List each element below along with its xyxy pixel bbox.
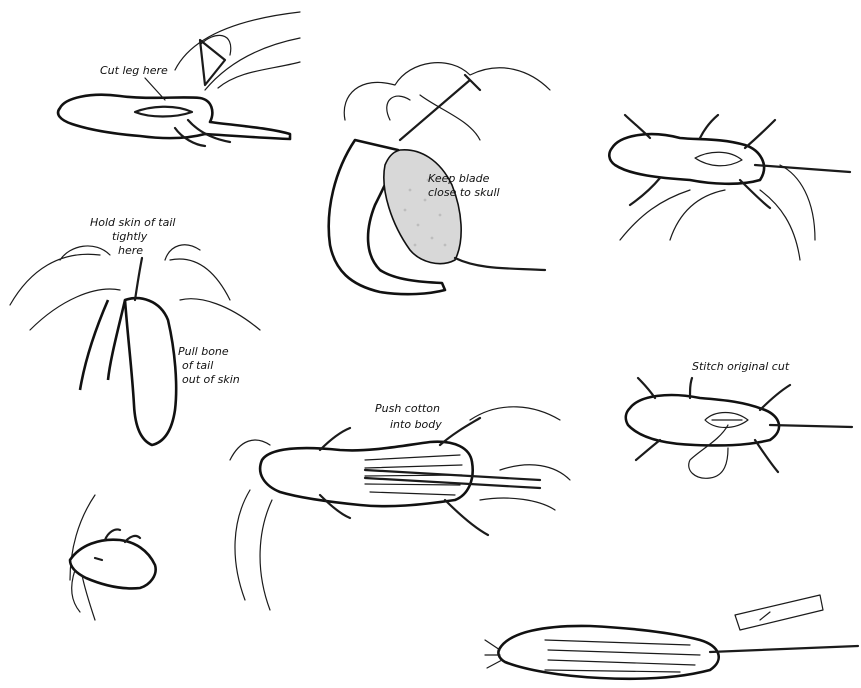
tail-bone [135,258,142,300]
label-cut-leg: Cut leg here [100,64,168,77]
panel-finished-skin [485,595,858,679]
skinned-body [384,150,461,264]
skinned-body [125,298,176,445]
panel-head-detail [70,495,156,620]
label-pull-bone-1: Pull bone [178,345,229,358]
needle [770,425,852,427]
label-push-cotton-2: into body [390,418,442,431]
panel-skull-skinning: Keep blade close to skull [329,63,550,295]
hand-outline [230,407,570,610]
label-keep-blade-2: close to skull [428,186,500,199]
needle [755,165,850,172]
hand-outline [175,12,300,90]
panel-tail-skinning: Hold skin of tail tightly here Pull bone… [10,216,260,445]
label-keep-blade-1: Keep blade [428,172,490,185]
panel-insert-wire [609,115,850,260]
label-push-cotton-1: Push cotton [375,402,440,415]
tail [455,258,545,270]
panel-stuff-cotton: Push cotton into body [230,402,570,610]
panel-stitch-cut: Stitch original cut [626,360,852,478]
hand-outline [344,63,550,140]
specimen-tag [735,595,823,630]
panel-cut-leg: Cut leg here [58,12,300,146]
skin-sheath [80,300,125,390]
label-hold-skin-1: Hold skin of tail [90,216,175,229]
scalpel [200,40,225,85]
label-pull-bone-2: of tail [182,359,213,372]
label-hold-skin-3: here [118,244,143,257]
label-pull-bone-3: out of skin [182,373,240,386]
tail [710,646,858,652]
label-stitch: Stitch original cut [692,360,790,373]
label-hold-skin-2: tightly [112,230,148,243]
specimen-body [626,395,779,445]
